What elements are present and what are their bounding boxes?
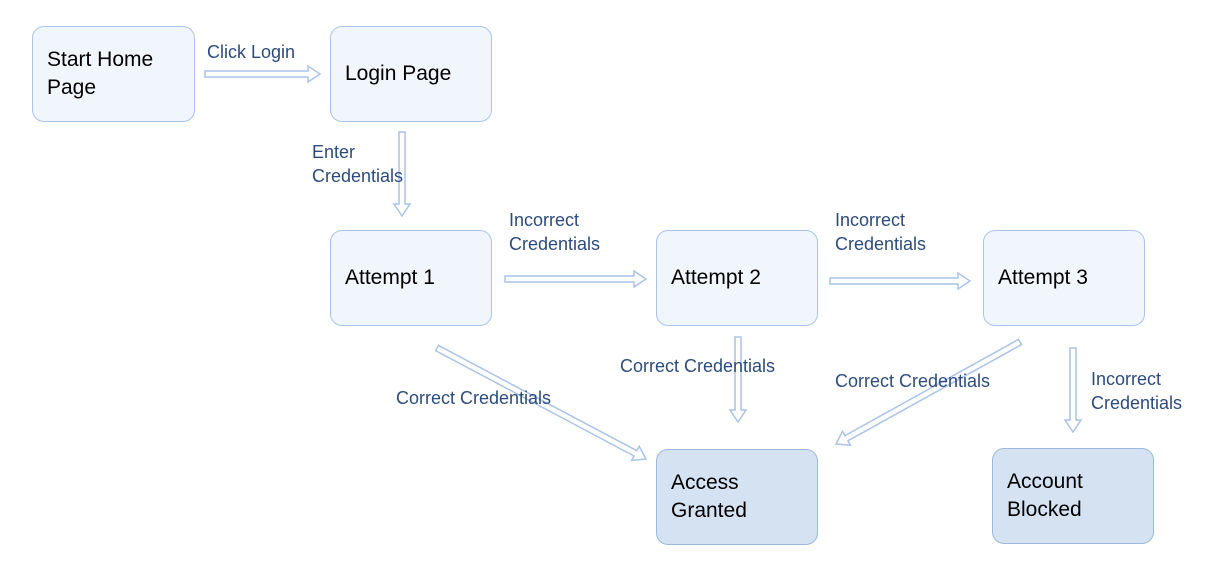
arrow-attempt1-incorrect: [504, 269, 648, 289]
edge-label-attempt1-incorrect: Incorrect Credentials: [509, 210, 601, 254]
node-login-page[interactable]: Login Page: [330, 26, 492, 122]
arrow-attempt2-granted: [728, 336, 748, 424]
edge-label-attempt2-correct: Correct Credentials: [620, 356, 776, 376]
edge-label-attempt3-incorrect: Incorrect Credentials: [1091, 369, 1183, 413]
node-access-granted[interactable]: Access Granted: [656, 449, 818, 545]
edge-label-attempt1-correct: Correct Credentials: [396, 388, 552, 408]
edge-label-enter-credentials: Enter Credentials: [312, 142, 404, 186]
node-account-blocked[interactable]: Account Blocked: [992, 448, 1154, 544]
arrow-attempt2-incorrect: [829, 271, 972, 291]
arrow-enter-credentials: [392, 131, 412, 218]
node-attempt-3[interactable]: Attempt 3: [983, 230, 1145, 326]
arrow-attempt3-blocked: [1063, 347, 1083, 434]
edge-label-attempt3-correct: Correct Credentials: [835, 371, 991, 391]
node-attempt-1[interactable]: Attempt 1: [330, 230, 492, 326]
arrow-attempt1-granted: [434, 344, 648, 462]
edge-label-click-login: Click Login: [207, 42, 296, 62]
node-start-home-page[interactable]: Start Home Page: [32, 26, 195, 122]
arrow-attempt3-granted: [834, 338, 1023, 447]
edge-label-attempt2-incorrect: Incorrect Credentials: [835, 210, 927, 254]
node-attempt-2[interactable]: Attempt 2: [656, 230, 818, 326]
arrow-click-login: [204, 64, 322, 84]
